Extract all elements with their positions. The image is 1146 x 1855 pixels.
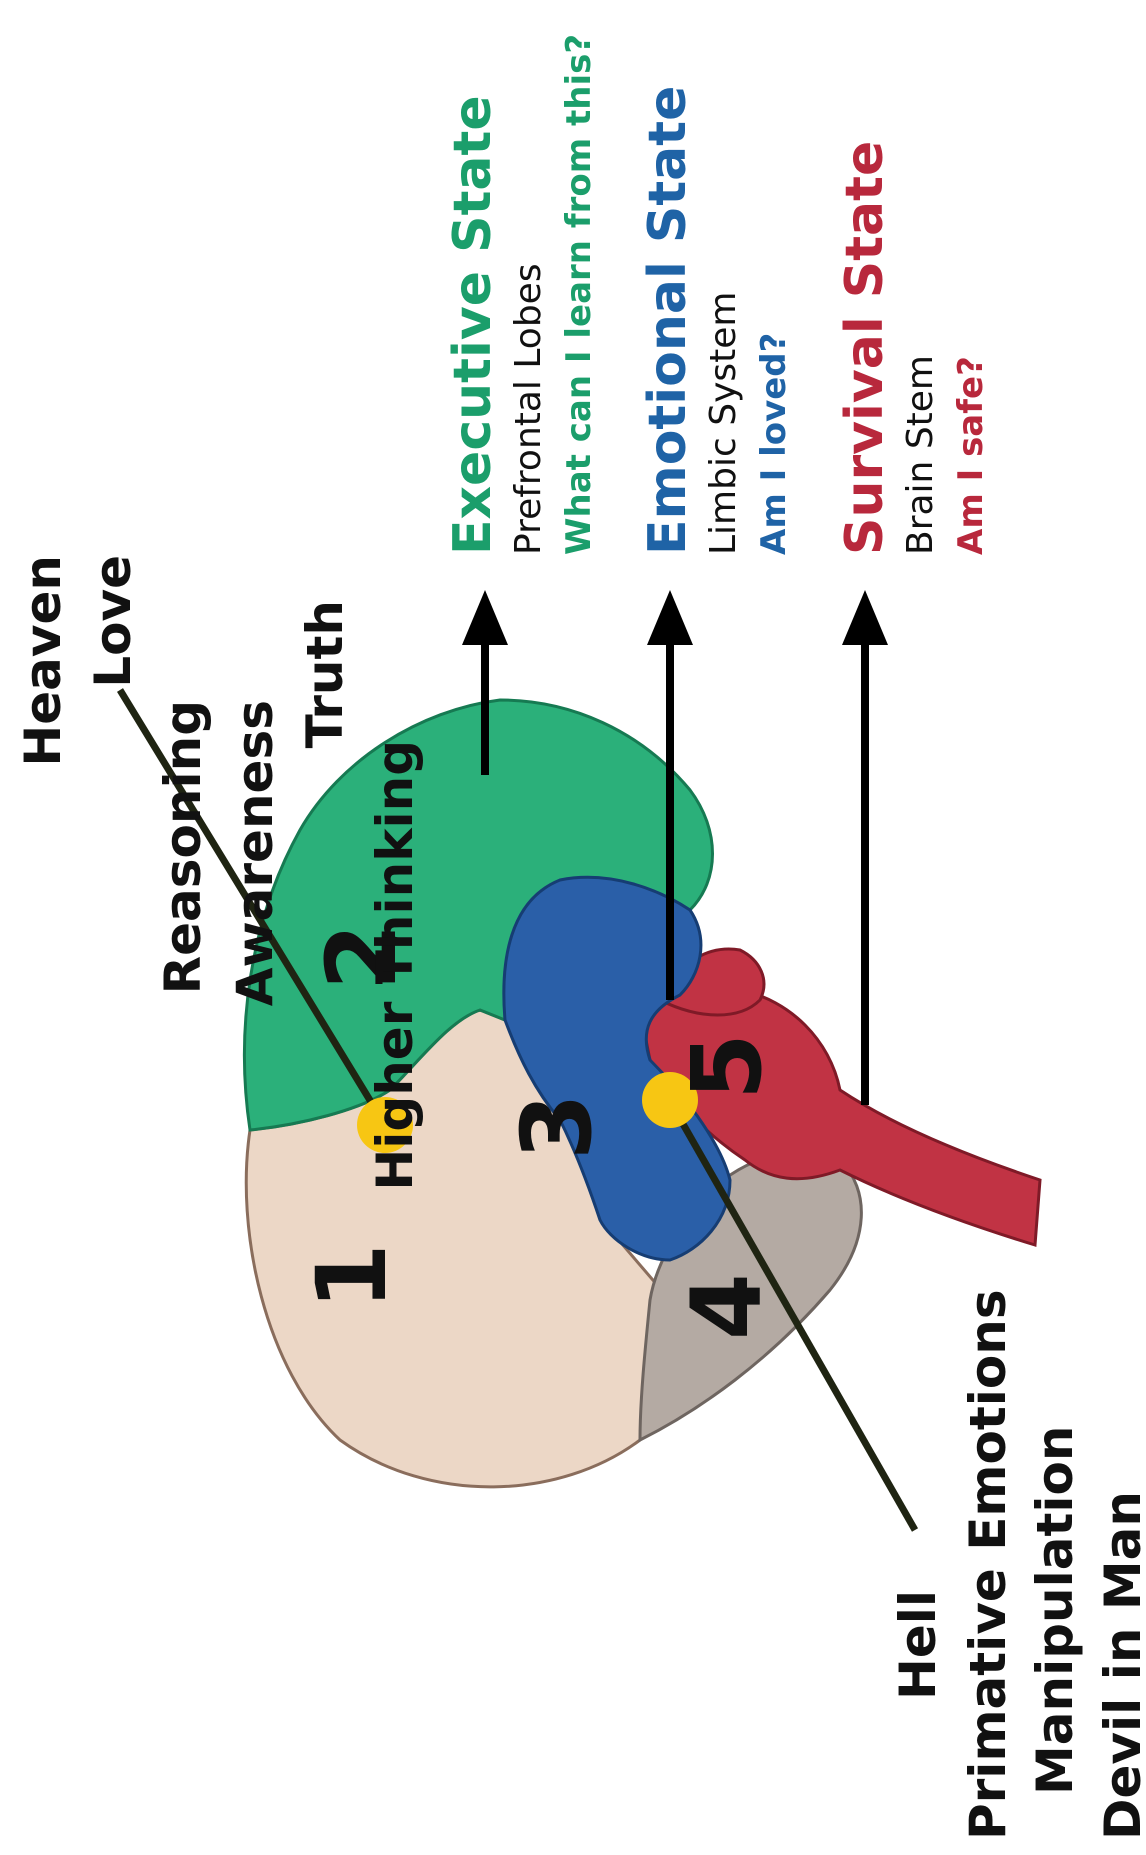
top-list-item: Truth: [296, 600, 354, 748]
emotional-state-label: Emotional State Limbic System Am I loved…: [638, 86, 794, 555]
top-list-item: Love: [84, 555, 142, 688]
emotional-state-question: Am I loved?: [754, 333, 794, 555]
bottom-list: Hell Primative Emotions Manipulation Dev…: [889, 1289, 1146, 1840]
bottom-list-item: Devil in Man: [1094, 1491, 1146, 1840]
top-list-item: Heaven: [14, 555, 72, 767]
survival-state-title: Survival State: [835, 141, 895, 555]
executive-state-title: Executive State: [443, 95, 503, 555]
top-list-item: Reasoning: [154, 700, 212, 994]
bottom-list-item: Manipulation: [1026, 1426, 1084, 1795]
region-number-5: 5: [671, 1033, 783, 1100]
region-number-3: 3: [501, 1093, 613, 1160]
survival-state-question: Am I safe?: [951, 356, 991, 555]
arrow-survival-head: [842, 590, 888, 645]
arrow-emotional-head: [647, 590, 693, 645]
survival-state-part: Brain Stem: [900, 355, 941, 555]
top-list-item: Awareness: [226, 700, 284, 1006]
bottom-list-item: Primative Emotions: [959, 1289, 1017, 1840]
executive-state-part: Prefrontal Lobes: [508, 263, 549, 555]
region-number-4: 4: [671, 1273, 783, 1340]
arrow-executive-head: [462, 590, 508, 645]
bottom-list-item: Hell: [889, 1590, 947, 1700]
region-number-1: 1: [296, 1243, 408, 1310]
survival-state-label: Survival State Brain Stem Am I safe?: [835, 141, 991, 555]
executive-state-label: Executive State Prefrontal Lobes What ca…: [443, 34, 599, 555]
emotional-state-part: Limbic System: [703, 292, 744, 555]
emotional-state-title: Emotional State: [638, 86, 698, 555]
executive-state-question: What can I learn from this?: [559, 34, 599, 555]
top-list-item: Higher Thinking: [366, 740, 424, 1191]
